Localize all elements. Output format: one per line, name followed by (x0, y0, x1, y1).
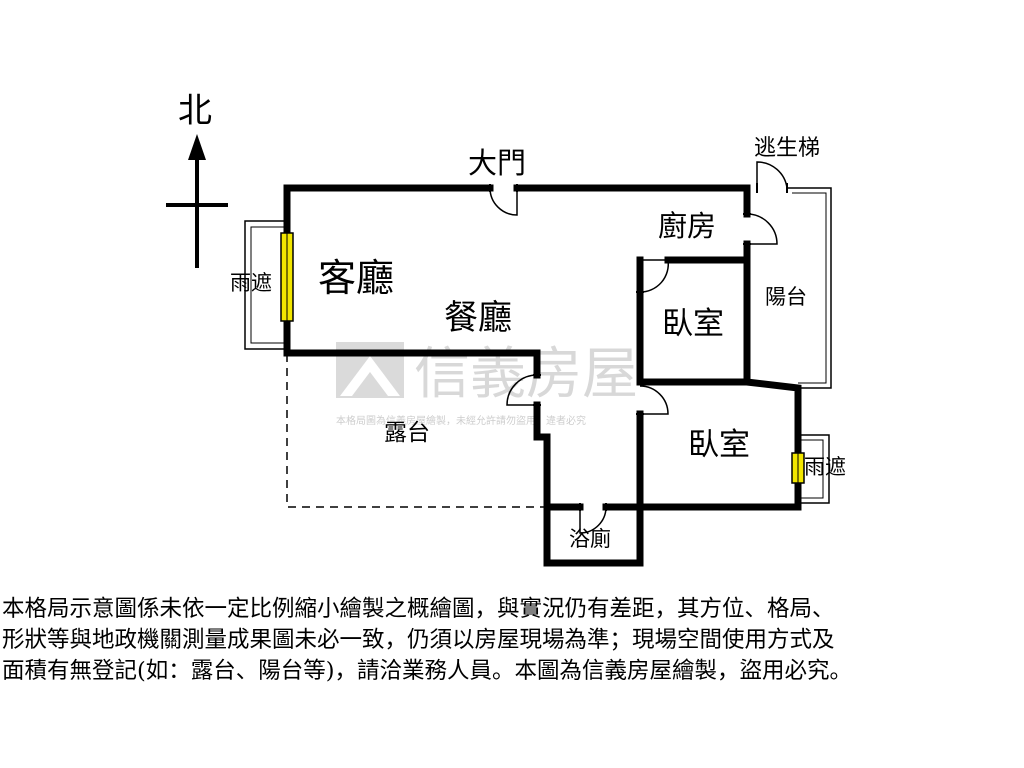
disclaimer-line-2: 形狀等與地政機關測量成果圖未必一致，仍須以房屋現場為準；現場空間使用方式及 (2, 627, 835, 653)
label-rain-shelter-right: 雨遮 (804, 455, 846, 479)
window-right (791, 452, 805, 484)
balcony-outline (787, 187, 832, 389)
dining-door-icon (506, 374, 541, 406)
bathroom-door-icon (579, 503, 607, 534)
floor-plan: 信義房屋 本格局圖為信義房屋繪製，未經允許請勿盜用，違者必究 北 (166, 91, 846, 567)
label-rain-shelter-left: 雨遮 (230, 271, 272, 295)
walls (283, 184, 802, 567)
label-escape-stairs: 逃生梯 (754, 136, 820, 161)
escape-door-icon (756, 161, 788, 193)
disclaimer: 本格局示意圖係未依一定比例縮小繪製之概繪圖，與實況仍有差距，其方位、格局、 形狀… (2, 594, 1022, 687)
terrace-outline (286, 354, 546, 508)
watermark-notice: 本格局圖為信義房屋繪製，未經允許請勿盜用，違者必究 (336, 414, 586, 427)
label-kitchen: 廚房 (658, 209, 716, 243)
main-door-icon (489, 184, 518, 216)
disclaimer-line-3: 面積有無登記(如：露台、陽台等)，請洽業務人員。本圖為信義房屋繪製，盜用必究。 (2, 658, 853, 684)
label-main-door: 大門 (468, 146, 526, 180)
doors (489, 161, 788, 534)
label-balcony: 陽台 (765, 285, 807, 309)
label-living-room: 客廳 (318, 256, 394, 300)
label-terrace: 露台 (384, 420, 430, 446)
disclaimer-line-1: 本格局示意圖係未依一定比例縮小繪製之概繪圖，與實況仍有差距，其方位、格局、 (2, 596, 835, 622)
north-compass-icon (166, 134, 228, 268)
north-label: 北 (178, 91, 212, 131)
label-bedroom-1: 臥室 (662, 306, 724, 342)
label-bathroom: 浴廁 (569, 527, 611, 551)
window-left (280, 232, 294, 322)
bedroom2-door-icon (636, 385, 669, 415)
kitchen-door-icon (743, 213, 778, 245)
label-bedroom-2: 臥室 (688, 427, 750, 463)
bedroom1-door-icon (636, 259, 670, 293)
label-dining-room: 餐廳 (444, 298, 512, 338)
